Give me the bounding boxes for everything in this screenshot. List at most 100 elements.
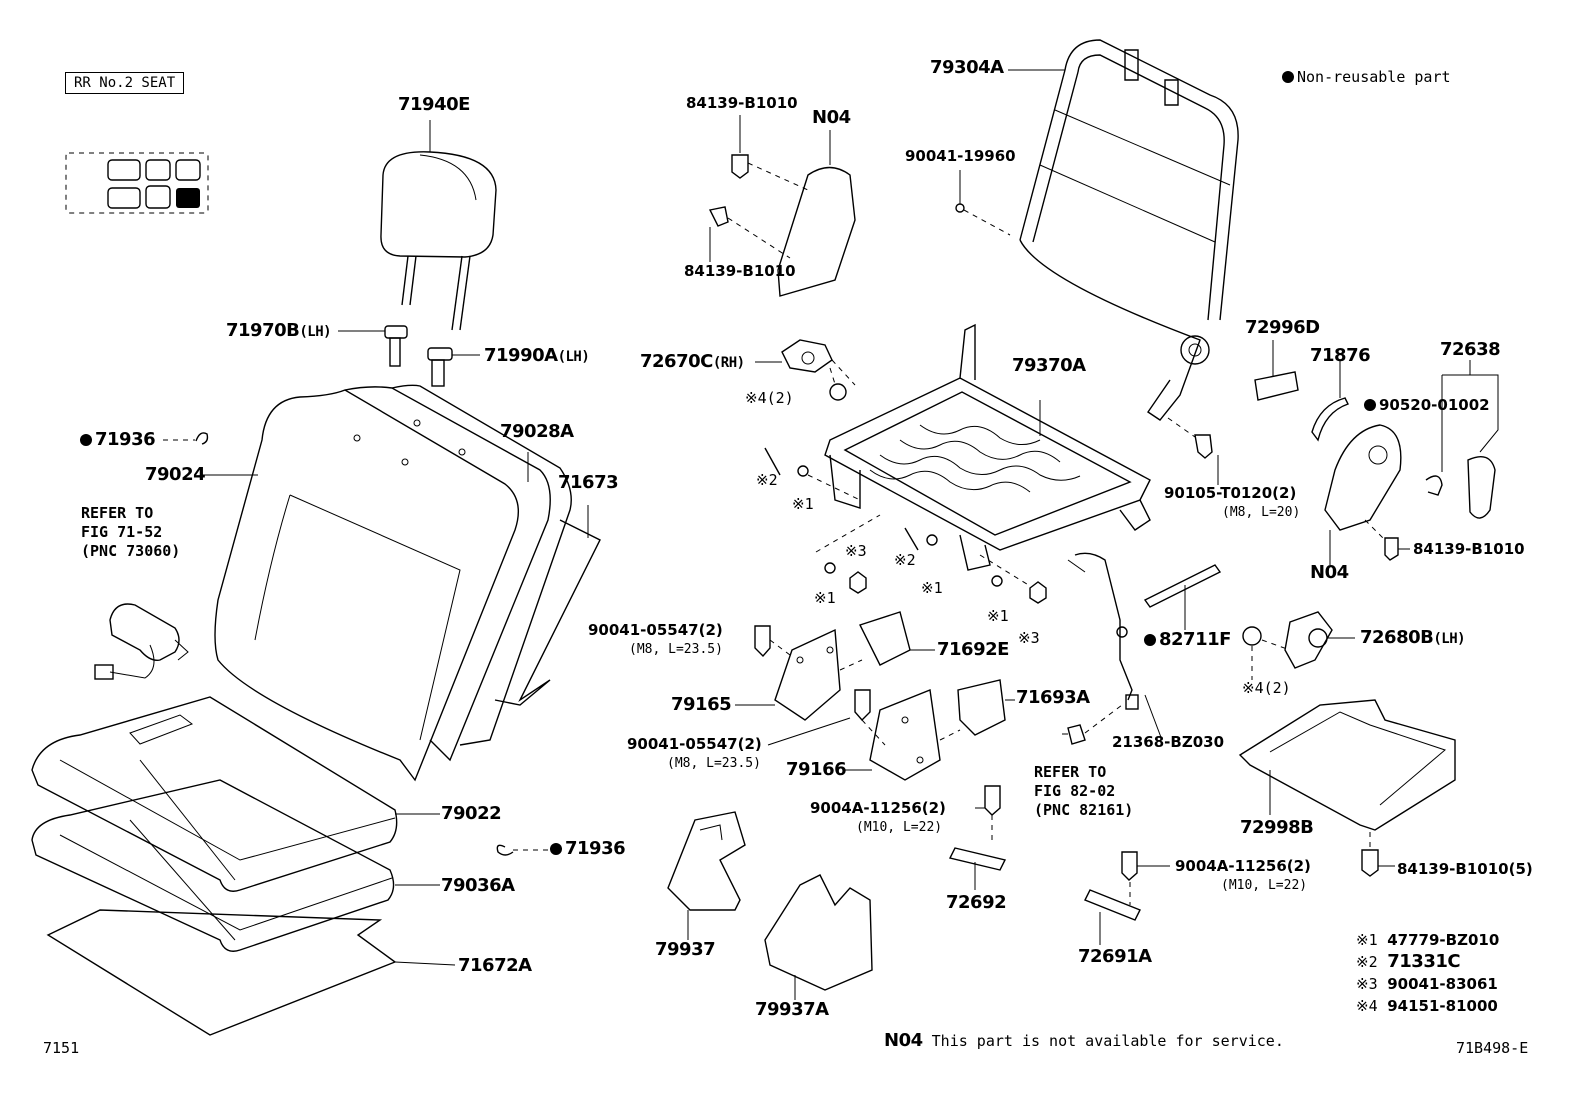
part-label: 84139-B1010(5) [1397,860,1533,878]
part-label: 72996D [1245,317,1320,338]
part-label: 72680B(LH) [1360,627,1466,648]
hinge-cover-icon [708,115,856,297]
part-label: 21368-BZ030 [1112,733,1225,751]
part-label: 79304A [930,57,1004,78]
part-spec: (M8, L=23.5) [629,642,723,657]
part-label: 79036A [441,875,515,896]
part-label: 72691A [1078,946,1152,967]
part-number: 72670C [640,351,713,372]
mount-plate-icon [948,785,1170,945]
part-label: 79022 [441,803,502,824]
part-label: 82711F [1144,630,1231,650]
refer-line: FIG 82-02 [1034,782,1116,800]
part-label: 84139-B1010 [686,94,798,112]
footnote-value: 90041-83061 [1387,975,1498,993]
refer-line: FIG 71-52 [81,523,163,541]
trim-cover-icon [667,811,873,1000]
part-label: 79165 [671,694,732,715]
footnote-key: ※2 [1356,953,1378,971]
part-label: 72670C(RH) [640,352,745,372]
recliner-icon [1242,611,1355,680]
part-label: 71970B(LH) [226,321,332,341]
part-suffix: (LH) [557,349,590,365]
marker-label: ※1 [921,579,943,597]
part-label: 71936 [80,429,156,450]
refer-note: REFER TO FIG 71-52 (PNC 73060) [81,504,180,561]
headrest-icon [380,120,497,331]
marker-label: ※1 [814,589,836,607]
marker-label: ※1 [792,495,814,513]
refer-line: REFER TO [81,504,154,522]
part-label: 79028A [500,421,574,442]
part-number: 82711F [1159,629,1231,650]
part-label: 84139-B1010 [1413,540,1525,558]
part-label: 9004A-11256(2) [1175,857,1311,875]
seat-cushion-icon [31,696,456,1036]
part-number: 90520-01002 [1379,396,1490,414]
part-suffix: (LH) [1433,631,1466,647]
part-number: 71936 [565,838,626,859]
n04-label: N04 [1310,562,1349,583]
figure-code-right: 71B498-E [1456,1039,1529,1057]
part-label: 72998B [1240,817,1314,838]
footnote-key: ※1 [1356,931,1378,949]
refer-line: (PNC 82161) [1034,801,1134,819]
part-label: 90041-19960 [905,147,1016,165]
seat-position-label: RR No.2 SEAT [74,75,176,91]
part-label: 79166 [786,759,847,780]
marker-label: ※3 [845,542,867,560]
headrest-support-icon [338,325,480,387]
seat-back-icon [202,384,601,782]
part-label: 79370A [1012,355,1086,376]
part-spec: (M8, L=20) [1222,505,1301,520]
part-label: 71692E [937,639,1009,660]
seat-back-frame-icon [955,39,1239,485]
bracket-icon [735,611,1015,781]
figure-code-left: 7151 [43,1039,80,1057]
part-number: 72680B [1360,627,1434,648]
marker-label: ※2 [756,471,778,489]
part-number: 71990A [484,345,558,366]
side-trim-icon [1254,340,1499,565]
non-reusable-dot-icon [1144,634,1156,646]
part-label: 90041-05547(2) [588,621,723,639]
part-label: 71693A [1016,687,1090,708]
n04-label: N04 [812,107,851,128]
seat-belt-buckle-icon [94,603,189,680]
non-reusable-dot-icon [1282,71,1294,83]
footer-note-text: This part is not available for service. [931,1032,1284,1050]
part-number: 71936 [95,429,156,450]
footnote-key: ※3 [1356,975,1378,993]
footer-note: N04 This part is not available for servi… [884,1031,1284,1051]
wire-harness-icon [1062,552,1222,745]
part-label: 72692 [946,892,1007,913]
seat-position-box: RR No.2 SEAT [65,72,185,94]
part-spec: (M10, L=22) [856,820,943,835]
part-label: 84139-B1010 [684,262,796,280]
hook-clip-icon [163,432,209,445]
part-label: 79937A [755,999,829,1020]
refer-line: (PNC 73060) [81,542,181,560]
non-reusable-dot-icon [550,843,562,855]
part-label: 71876 [1310,345,1371,366]
part-label: 9004A-11256(2) [810,799,946,817]
part-suffix: (LH) [299,324,332,340]
part-label: 71940E [398,94,470,115]
part-label: 79024 [145,464,206,485]
legend-text: Non-reusable part [1297,68,1451,86]
marker-label: ※1 [987,607,1009,625]
refer-note: REFER TO FIG 82-02 (PNC 82161) [1034,763,1133,820]
marker-label: ※3 [1018,629,1040,647]
part-label: 71673 [558,472,619,493]
part-label: 72638 [1440,339,1501,360]
under-cover-icon [1238,699,1456,877]
seat-locator-icon [65,152,209,214]
marker-label: ※2 [894,551,916,569]
legend: Non-reusable part [1282,69,1451,86]
footnote-value: 94151-81000 [1387,997,1498,1015]
part-label: 90105-T0120(2) [1164,484,1297,502]
part-suffix: (RH) [712,355,745,371]
n04-label: N04 [884,1030,923,1051]
